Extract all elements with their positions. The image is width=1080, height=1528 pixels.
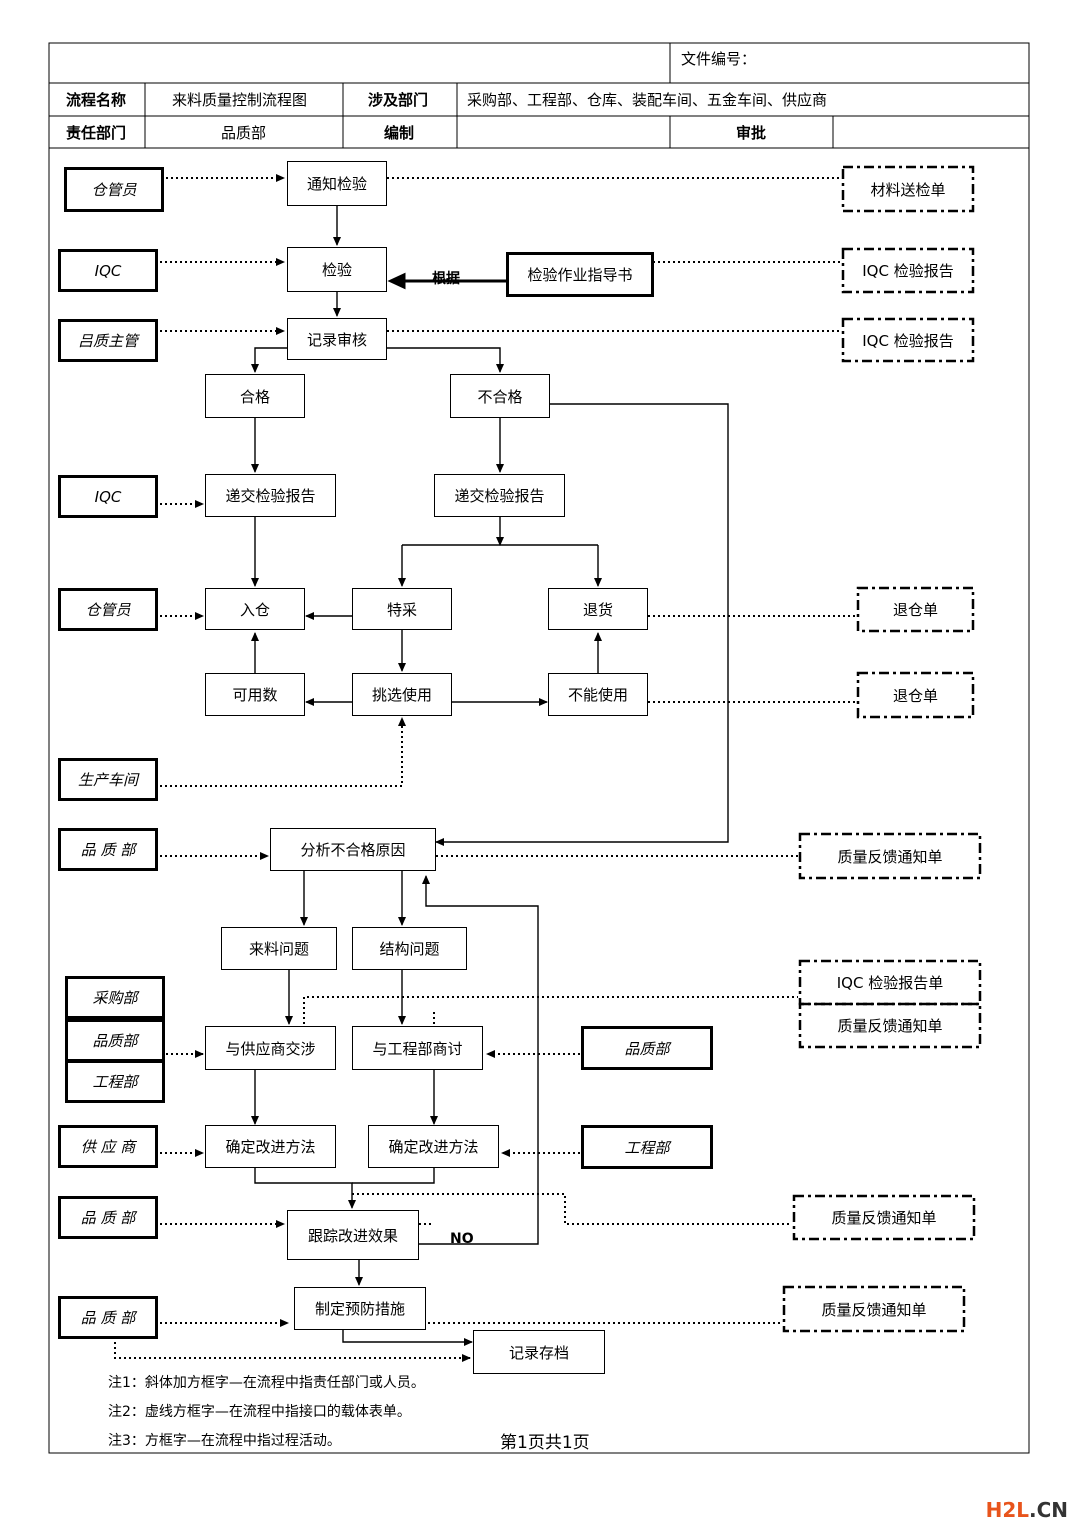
basis-label: 根据 (432, 271, 460, 287)
role-production-workshop: 生产车间 (58, 758, 158, 801)
activity-submit-report-fail: 递交检验报告 (434, 474, 565, 517)
note-2: 注2：虚线方框字—在流程中指接口的载体表单。 (108, 1404, 411, 1420)
role-quality-dept-2: 品质部 (65, 1019, 165, 1062)
approve-label: 审批 (736, 123, 767, 142)
role-warehouse-keeper-2: 仓管员 (58, 588, 158, 631)
responsible-dept-label: 责任部门 (66, 123, 127, 142)
note-1: 注1：斜体加方框字—在流程中指责任部门或人员。 (108, 1375, 425, 1391)
form-return-slip: 退仓单 (892, 601, 938, 619)
activity-unusable: 不能使用 (548, 673, 648, 716)
activity-discuss-engineering: 与工程部商讨 (352, 1026, 483, 1070)
dotted-connectors (114, 174, 580, 1362)
watermark-logo: H2L.CN (985, 1498, 1068, 1522)
activity-usable-quantity: 可用数 (205, 673, 305, 716)
role-purchasing-dept: 采购部 (65, 976, 165, 1019)
process-name-label: 流程名称 (66, 91, 127, 109)
activity-improvement-method-1: 确定改进方法 (205, 1125, 336, 1168)
activity-structure-issue: 结构问题 (352, 927, 467, 970)
activity-inspect: 检验 (287, 247, 387, 292)
activity-analyze-cause: 分析不合格原因 (270, 828, 436, 871)
activity-warehouse-in: 入仓 (205, 588, 305, 630)
basis-arrow (387, 272, 506, 290)
activity-improvement-method-2: 确定改进方法 (368, 1125, 499, 1168)
role-engineering-dept: 工程部 (65, 1060, 165, 1103)
form-quality-feedback-2: 质量反馈通知单 (837, 1017, 943, 1035)
activity-notify-inspection: 通知检验 (287, 161, 387, 206)
activity-record-archive: 记录存档 (473, 1330, 605, 1374)
activity-fail: 不合格 (450, 374, 550, 418)
dotted-form-links (303, 177, 856, 1324)
activity-negotiate-supplier: 与供应商交涉 (205, 1026, 336, 1070)
activity-return-goods: 退货 (548, 588, 648, 630)
role-quality-dept: 品 质 部 (58, 828, 158, 871)
form-quality-feedback-4: 质量反馈通知单 (821, 1300, 927, 1319)
file-number-label: 文件编号： (681, 49, 757, 68)
activity-record-review: 记录审核 (287, 318, 387, 360)
role-engineering-dept-2: 工程部 (581, 1125, 713, 1169)
form-iqc-report: IQC 检验报告 (862, 262, 954, 280)
role-quality-supervisor: 吕质主管 (58, 319, 158, 362)
form-return-slip-2: 退仓单 (892, 686, 938, 705)
activity-submit-report-pass: 递交检验报告 (205, 474, 336, 517)
departments: 采购部、工程部、仓库、装配车间、五金车间、供应商 (467, 91, 828, 109)
activity-material-issue: 来料问题 (221, 927, 337, 970)
form-quality-feedback: 质量反馈通知单 (837, 847, 943, 866)
role-quality-dept-5: 品 质 部 (58, 1296, 158, 1339)
role-quality-dept-3: 品质部 (581, 1026, 713, 1070)
note-3: 注3：方框字—在流程中指过程活动。 (108, 1433, 341, 1449)
form-quality-feedback-3: 质量反馈通知单 (831, 1209, 937, 1227)
role-quality-dept-4: 品 质 部 (58, 1196, 158, 1239)
activity-pass: 合格 (205, 374, 305, 418)
process-name: 来料质量控制流程图 (172, 91, 308, 109)
departments-label: 涉及部门 (368, 91, 429, 109)
responsible-dept: 品质部 (221, 123, 267, 142)
form-iqc-report-sheet: IQC 检验报告单 (836, 974, 944, 992)
role-warehouse-keeper: 仓管员 (64, 167, 164, 212)
role-iqc-2: IQC (58, 475, 158, 518)
activity-inspection-instructions: 检验作业指导书 (506, 252, 654, 297)
role-iqc: IQC (58, 249, 158, 292)
activity-track-improvement: 跟踪改进效果 (287, 1210, 419, 1260)
role-supplier: 供 应 商 (58, 1125, 158, 1168)
form-material-inspection-request: 材料送检单 (870, 180, 946, 199)
prepared-label: 编制 (384, 123, 415, 142)
activity-select-use: 挑选使用 (352, 673, 452, 716)
no-label: NO (450, 1231, 474, 1247)
activity-special-acceptance: 特采 (352, 588, 452, 630)
activity-preventive-measures: 制定预防措施 (294, 1287, 426, 1330)
form-iqc-report-2: IQC 检验报告 (862, 331, 954, 350)
page-number: 第1页共1页 (500, 1433, 590, 1453)
